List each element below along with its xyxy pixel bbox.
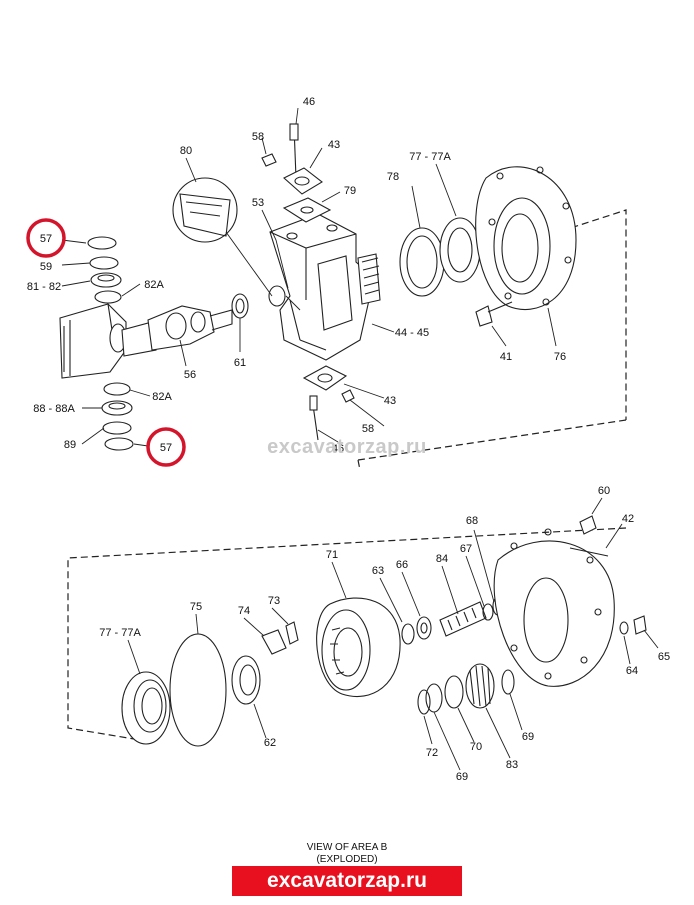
label-69-right: 69 <box>522 731 534 743</box>
label-80: 80 <box>180 145 192 157</box>
label-46-bot: 46 <box>332 443 344 455</box>
label-70: 70 <box>470 741 482 753</box>
bolt-part <box>579 515 597 535</box>
label-57-top: 57 <box>40 233 52 245</box>
label-82A-top: 82A <box>144 279 164 291</box>
highlight-circle-57-top <box>26 218 66 258</box>
label-77-77A-top: 77 - 77A <box>409 151 451 163</box>
label-68: 68 <box>466 515 478 527</box>
lower-bearing-part <box>121 671 171 745</box>
caption-line-1: VIEW OF AREA B <box>306 842 388 853</box>
label-79: 79 <box>344 185 356 197</box>
label-83: 83 <box>506 759 518 771</box>
o-ring-part <box>169 633 227 747</box>
label-88-88A: 88 - 88A <box>33 403 75 415</box>
label-89: 89 <box>64 439 76 451</box>
wheel-stud-part <box>475 301 513 327</box>
label-42: 42 <box>622 513 634 525</box>
wheel-hub-part <box>475 166 577 310</box>
label-72: 72 <box>426 747 438 759</box>
label-62: 62 <box>264 737 276 749</box>
label-78: 78 <box>387 171 399 183</box>
universal-joint-part <box>147 305 233 351</box>
label-82A-bot: 82A <box>152 391 172 403</box>
part-labels: 46 58 43 80 79 53 57 59 81 - 82 82A 56 6… <box>27 96 670 783</box>
label-61: 61 <box>234 357 246 369</box>
label-71: 71 <box>326 549 338 561</box>
label-59: 59 <box>40 261 52 273</box>
label-60: 60 <box>598 485 610 497</box>
label-58-top: 58 <box>252 131 264 143</box>
label-43-bot: 43 <box>384 395 396 407</box>
label-44-45: 44 - 45 <box>395 327 429 339</box>
label-69-bot: 69 <box>456 771 468 783</box>
label-66: 66 <box>396 559 408 571</box>
planet-gear-assembly <box>417 663 515 715</box>
upper-bearings <box>399 217 481 297</box>
label-63: 63 <box>372 565 384 577</box>
planet-carrier-part <box>316 597 401 698</box>
brand-banner: excavatorzap.ru <box>232 866 462 896</box>
label-64: 64 <box>626 665 638 677</box>
yoke-part <box>59 303 157 379</box>
label-74: 74 <box>238 605 250 617</box>
label-53: 53 <box>252 197 264 209</box>
thrust-washers <box>401 616 432 645</box>
label-81-82: 81 - 82 <box>27 281 61 293</box>
label-65: 65 <box>658 651 670 663</box>
drain-plug-parts <box>619 615 647 635</box>
seal-detail-callout <box>172 177 273 297</box>
bushing-part <box>231 285 286 319</box>
top-kingpin-parts <box>261 123 332 223</box>
label-43-top: 43 <box>328 139 340 151</box>
upper-left-rings <box>87 236 122 304</box>
label-75: 75 <box>190 601 202 613</box>
lower-left-rings <box>101 382 134 451</box>
area-link-frame <box>67 209 627 741</box>
bottom-kingpin-parts <box>302 365 355 441</box>
label-76: 76 <box>554 351 566 363</box>
label-58-bot: 58 <box>362 423 374 435</box>
label-41: 41 <box>500 351 512 363</box>
label-77-77A-bot: 77 - 77A <box>99 627 141 639</box>
lock-nut-part <box>231 655 261 705</box>
lock-plate-and-bolt <box>261 621 299 655</box>
ring-gear-housing-part <box>493 528 615 687</box>
label-84: 84 <box>436 553 448 565</box>
label-46-top: 46 <box>303 96 315 108</box>
knuckle-housing-part <box>269 213 381 361</box>
label-56: 56 <box>184 369 196 381</box>
watermark-text: excavatorzap.ru <box>267 436 427 458</box>
highlight-circle-57-bottom <box>146 427 186 467</box>
label-67: 67 <box>460 543 472 555</box>
sun-gear-shaft-part <box>439 601 487 637</box>
leader-lines <box>61 107 659 771</box>
label-57-bot: 57 <box>160 442 172 454</box>
label-73: 73 <box>268 595 280 607</box>
caption-line-2: (EXPLODED) <box>316 854 378 865</box>
